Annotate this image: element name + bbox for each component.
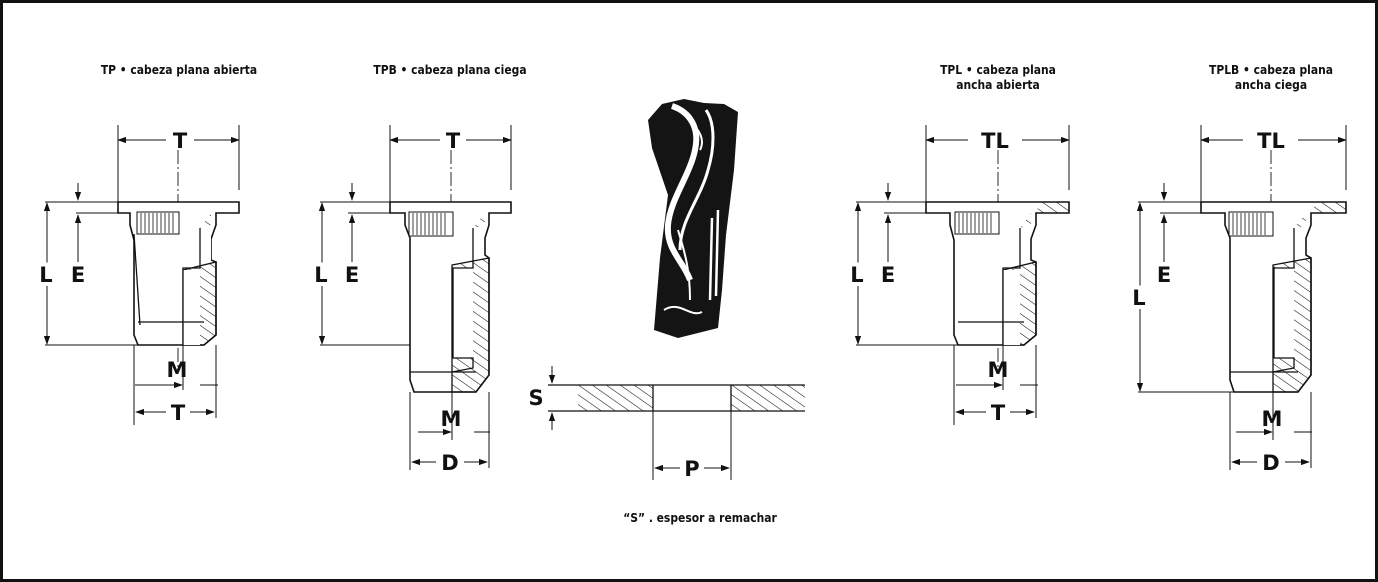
- tplb-caption-line-1: TPLB • cabeza plana: [1208, 62, 1334, 77]
- tpl-caption-line-2: ancha abierta: [956, 77, 1040, 92]
- plate-section: P S: [528, 366, 805, 481]
- tp-rivet-nut: T L L E M: [35, 125, 240, 425]
- svg-text:L: L: [39, 263, 52, 287]
- thickness-footnote: “S” . espesor a remachar: [623, 510, 777, 525]
- tpb-dim-m: M: [441, 407, 462, 431]
- tplb-dim-d: D: [1262, 451, 1279, 475]
- tpl-dim-e: E: [881, 263, 895, 287]
- tplb-dim-m: M: [1262, 407, 1283, 431]
- plate-dim-s: S: [528, 386, 543, 410]
- tpb-rivet-nut: T L L E M D: [310, 125, 512, 475]
- tpb-dim-d: D: [441, 451, 458, 475]
- tpb-caption-line-1: TPB • cabeza plana ciega: [373, 62, 527, 77]
- tp-dim-e: E: [71, 263, 85, 287]
- tpl-caption: TPL • cabeza plana ancha abierta: [912, 62, 1084, 92]
- tpl-caption-line-1: TPL • cabeza plana: [940, 62, 1056, 77]
- tplb-rivet-nut: TL L L E M D: [1128, 125, 1347, 475]
- svg-text:L: L: [850, 263, 863, 287]
- tpl-dim-l: L: [850, 263, 863, 287]
- tpl-rivet-nut: TL L L E M T: [846, 125, 1070, 425]
- tplb-dim-e: E: [1157, 263, 1171, 287]
- tp-dim-t-bottom: T: [171, 401, 186, 425]
- tpb-caption: TPB • cabeza plana ciega: [360, 62, 541, 77]
- tpb-dim-l: L: [314, 263, 327, 287]
- tpb-dim-t: T: [446, 129, 461, 153]
- svg-text:L: L: [314, 263, 327, 287]
- svg-text:L: L: [1132, 286, 1145, 310]
- tplb-caption: TPLB • cabeza plana ancha ciega: [1185, 62, 1357, 92]
- drill-bit-illustration: [648, 99, 738, 338]
- plate-dim-p: P: [684, 457, 699, 481]
- tp-dim-t: T: [173, 129, 188, 153]
- tpl-dim-t: T: [991, 401, 1006, 425]
- tpb-dim-e: E: [345, 263, 359, 287]
- tpl-dim-m: M: [988, 358, 1009, 382]
- tp-dim-m: M: [167, 358, 188, 382]
- tpl-dim-tl: TL: [981, 129, 1009, 153]
- tplb-dim-tl: TL: [1257, 129, 1285, 153]
- tplb-caption-line-2: ancha ciega: [1234, 77, 1308, 92]
- tp-dim-l: L: [39, 263, 52, 287]
- tplb-dim-l: L: [1132, 286, 1145, 310]
- tp-caption: TP • cabeza plana abierta: [89, 62, 270, 77]
- tp-caption-line-1: TP • cabeza plana abierta: [100, 62, 258, 77]
